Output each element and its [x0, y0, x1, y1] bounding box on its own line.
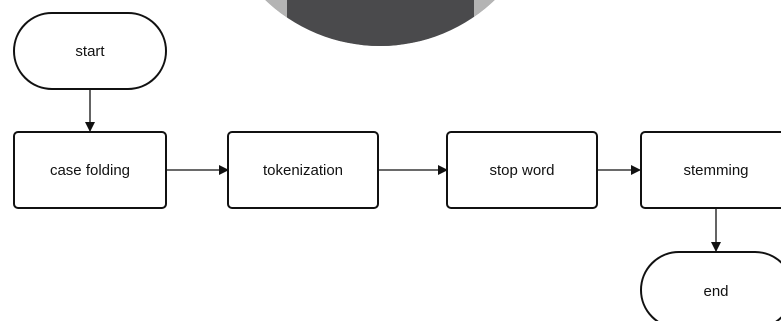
node-stop-word: stop word	[446, 131, 598, 209]
stop-word-process-shape	[446, 131, 598, 209]
start-label: start	[75, 43, 105, 60]
decorative-disc	[250, 0, 513, 46]
end-terminal-shape	[640, 251, 781, 321]
case-folding-process-shape	[13, 131, 167, 209]
node-end: end	[640, 251, 781, 321]
end-label: end	[703, 283, 728, 300]
disc-left-band	[250, 0, 290, 46]
edges	[85, 89, 721, 252]
node-tokenization: tokenization	[227, 131, 379, 209]
stop-word-label: stop word	[489, 162, 554, 179]
tokenization-process-shape	[227, 131, 379, 209]
tokenization-label: tokenization	[263, 162, 343, 179]
node-case-folding: case folding	[13, 131, 167, 209]
case-folding-label: case folding	[50, 162, 130, 179]
stemming-label: stemming	[683, 162, 748, 179]
node-start: start	[13, 12, 167, 90]
node-stemming: stemming	[640, 131, 781, 209]
start-terminal-shape	[13, 12, 167, 90]
disc-center-band	[287, 0, 474, 46]
disc-right-band	[473, 0, 513, 46]
stemming-process-shape	[640, 131, 781, 209]
